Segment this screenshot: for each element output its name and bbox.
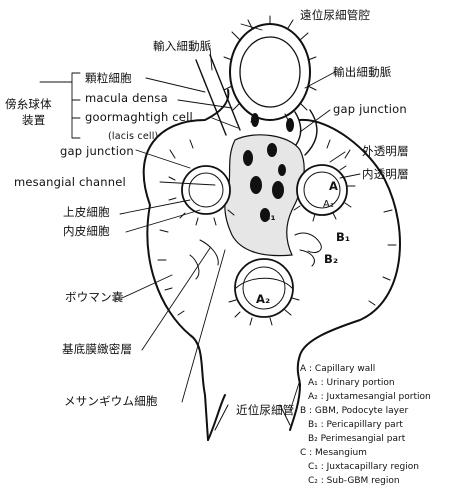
label-mesangial-channel: mesangial channel <box>14 176 126 189</box>
legend-item-c1: C₁ : Juxtacapillary region <box>300 460 431 474</box>
distal-tubule <box>230 24 310 120</box>
label-efferent-arteriole: 輸出細動脈 <box>333 66 392 79</box>
label-lamina-rara-externa: 外透明層 <box>362 145 409 158</box>
label-goormaghtigh-cell: goormaghtigh cell <box>85 111 193 124</box>
label-lacis-cell: (lacis cell) <box>108 131 158 142</box>
label-basement-membrane: 基底膜緻密層 <box>62 343 132 356</box>
label-lamina-rara-interna: 内透明層 <box>362 168 409 181</box>
label-macula-densa: macula densa <box>85 92 168 105</box>
legend: A : Capillary wall A₁ : Urinary portion … <box>300 362 431 488</box>
label-gap-junction-right: gap junction <box>333 103 407 116</box>
legend-item-a1: A₁ : Urinary portion <box>300 376 431 390</box>
legend-item-b2: B₂ Perimesangial part <box>300 432 431 446</box>
legend-item-c2: C₂ : Sub-GBM region <box>300 474 431 488</box>
mark-a2: A₂ <box>256 293 270 306</box>
legend-item-b: B : GBM, Podocyte layer <box>300 404 431 418</box>
mark-b1: B₁ <box>336 231 350 244</box>
mark-c1: C₁ <box>262 210 276 223</box>
mark-a: A <box>329 180 338 193</box>
label-distal-tubule-lumen: 遠位尿細管腔 <box>300 9 370 22</box>
label-granular-cell: 顆粒細胞 <box>85 72 132 85</box>
mark-b2: B₂ <box>324 253 338 266</box>
label-afferent-arteriole: 輸入細動脈 <box>153 40 212 53</box>
label-jga-line1: 傍糸球体 <box>5 98 52 111</box>
legend-item-a2: A₂ : Juxtamesangial portion <box>300 390 431 404</box>
label-proximal-tubule: 近位尿細管 <box>236 404 295 417</box>
mesangium-area <box>225 135 304 256</box>
label-jga-line2: 装置 <box>22 114 45 127</box>
legend-item-c: C : Mesangium <box>300 446 431 460</box>
legend-item-a: A : Capillary wall <box>300 362 431 376</box>
capillary-lower <box>235 259 293 317</box>
mark-a1: A₁ <box>323 198 334 211</box>
legend-item-b1: B₁ : Pericapillary part <box>300 418 431 432</box>
label-epithelial-cell: 上皮細胞 <box>63 206 110 219</box>
label-bowman-capsule: ボウマン嚢 <box>65 291 124 304</box>
label-mesangial-cell: メサンギウム細胞 <box>64 395 158 408</box>
label-gap-junction-left: gap junction <box>60 145 134 158</box>
label-endothelial-cell: 内皮細胞 <box>63 225 110 238</box>
